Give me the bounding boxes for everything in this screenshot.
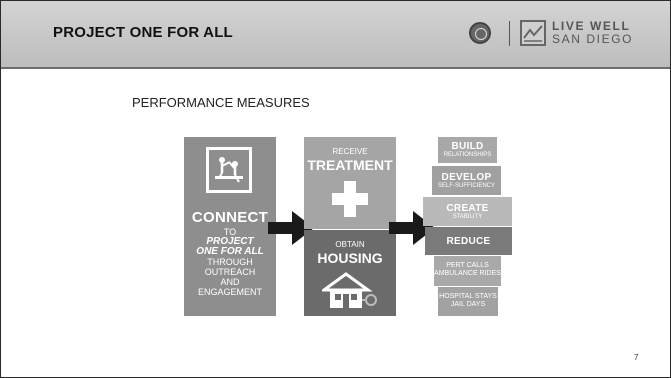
- logo-divider: [509, 21, 510, 46]
- reduce-title: REDUCE: [446, 236, 491, 247]
- connect-title: CONNECT: [191, 209, 269, 226]
- live-well-logo-icon: [520, 20, 546, 46]
- pert-calls-label: PERT CALLS: [446, 262, 489, 269]
- connect-to: TO: [223, 227, 237, 237]
- slide-header: PROJECT ONE FOR ALL LIVE WELL SAN DIEGO: [1, 1, 670, 69]
- stack-pert-calls: PERT CALLS AMBULANCE RIDES: [434, 256, 501, 286]
- treatment-label: TREATMENT: [307, 157, 393, 173]
- live-well-logo-line2: SAN DIEGO: [552, 32, 634, 46]
- page-number: 7: [634, 353, 639, 362]
- stack-hospital-stays: HOSPITAL STAYS JAIL DAYS: [438, 287, 498, 316]
- outreach-people-icon: [206, 147, 252, 193]
- section-subtitle: PERFORMANCE MEASURES: [132, 95, 310, 110]
- connect-project: PROJECT: [206, 236, 254, 247]
- treatment-label-small: RECEIVE: [332, 147, 368, 156]
- arrow-right-icon: [268, 211, 314, 245]
- connect-engagement: ENGAGEMENT: [197, 287, 262, 297]
- connect-one-for-all: ONE FOR ALL: [196, 246, 264, 257]
- ambulance-rides-label: AMBULANCE RIDES: [434, 270, 501, 277]
- treatment-panel: RECEIVE TREATMENT: [304, 137, 396, 229]
- housing-label-small: OBTAIN: [335, 240, 365, 249]
- stack-reduce: REDUCE: [425, 227, 512, 255]
- house-key-icon: [322, 272, 377, 308]
- create-subtitle: STABILITY: [452, 214, 483, 220]
- connect-description: TO PROJECT ONE FOR ALL THROUGH OUTREACH …: [184, 227, 276, 297]
- live-well-logo-line1: LIVE WELL: [552, 19, 631, 33]
- develop-subtitle: SELF-SUFFICIENCY: [437, 183, 495, 189]
- connect-and: AND: [220, 277, 240, 287]
- slide-title: PROJECT ONE FOR ALL: [53, 24, 233, 41]
- build-subtitle: RELATIONSHIPS: [443, 152, 492, 158]
- jail-days-label: JAIL DAYS: [450, 301, 486, 308]
- connect-through: THROUGH: [207, 257, 253, 267]
- housing-label: HOUSING: [317, 250, 383, 266]
- build-title: BUILD: [451, 141, 484, 152]
- connect-outreach: OUTREACH: [204, 267, 256, 277]
- stack-create: CREATE STABILITY: [423, 197, 512, 226]
- plus-icon-bar: [332, 193, 368, 205]
- county-seal-icon: [469, 22, 491, 44]
- connect-panel: CONNECT TO PROJECT ONE FOR ALL THROUGH O…: [184, 137, 276, 316]
- stack-develop: DEVELOP SELF-SUFFICIENCY: [432, 166, 501, 195]
- housing-panel: OBTAIN HOUSING: [304, 230, 396, 316]
- stack-build: BUILD RELATIONSHIPS: [438, 137, 497, 163]
- hospital-stays-label: HOSPITAL STAYS: [439, 293, 497, 300]
- create-title: CREATE: [446, 203, 489, 214]
- develop-title: DEVELOP: [441, 172, 492, 183]
